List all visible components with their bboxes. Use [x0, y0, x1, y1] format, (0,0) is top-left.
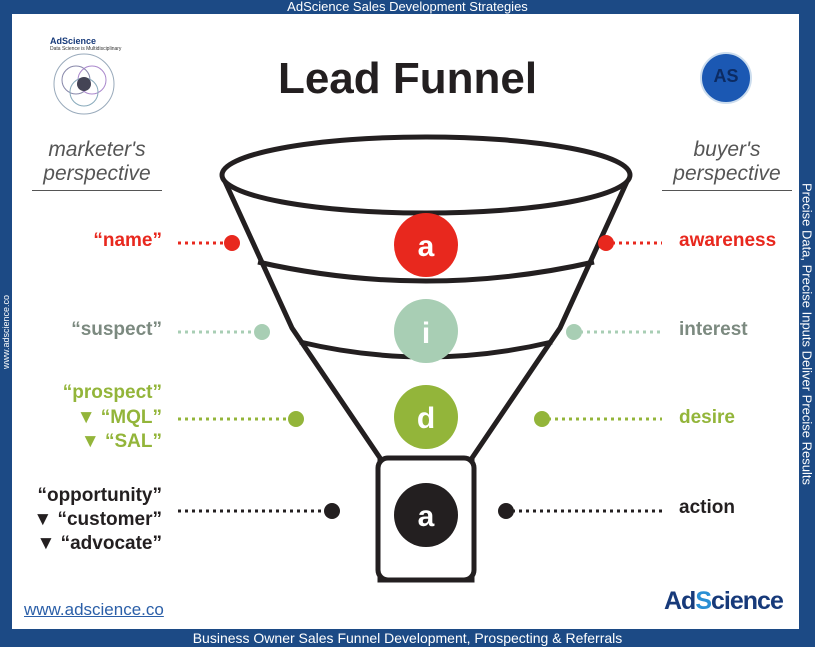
right-sidebar: Precise Data, Precise Inputs Deliver Pre… [799, 14, 815, 629]
footer-text: Business Owner Sales Funnel Development,… [192, 630, 623, 646]
buyer-label-awareness: awareness [679, 230, 777, 251]
small-logo-name: AdScience [50, 36, 97, 46]
marketer-label-name: “name” [93, 230, 162, 251]
buyer-label-interest: interest [679, 319, 748, 340]
right-sidebar-text: Precise Data, Precise Inputs Deliver Pre… [799, 182, 815, 486]
page-title: Lead Funnel [277, 54, 538, 103]
buyer-perspective-heading: buyer's perspective [662, 138, 792, 191]
marketer-perspective-heading: marketer's perspective [32, 138, 162, 191]
marketer-label-suspect: “suspect” [71, 319, 162, 340]
marketer-label-sal: ▼ “SAL” [80, 431, 162, 452]
stage-action-circle [394, 483, 458, 547]
stage-interest-letter: i [422, 317, 430, 350]
as-badge-logo: AS [700, 52, 752, 104]
buyer-label-desire: desire [679, 407, 735, 428]
footer-bar: Business Owner Sales Funnel Development,… [0, 629, 815, 647]
stage-desire-letter: d [417, 402, 435, 435]
as-badge-text: AS [713, 66, 739, 86]
connector-lines [178, 235, 662, 519]
marketer-label-opportunity: “opportunity” [37, 485, 162, 506]
marketer-label-customer: ▼ “customer” [33, 509, 162, 530]
marketer-label-advocate: ▼ “advocate” [36, 533, 162, 554]
stage-interest-circle [394, 299, 458, 363]
header-bar: AdScience Sales Development Strategies [0, 0, 815, 14]
small-logo-tagline: Data Science is Multidisciplinary [50, 46, 122, 52]
funnel-rim [219, 134, 633, 216]
stage-desire-circle [394, 385, 458, 449]
stage-action-letter: a [418, 500, 435, 533]
marketer-label-mql: ▼ “MQL” [76, 407, 162, 428]
marketer-label-prospect: “prospect” [62, 382, 162, 403]
adscience-logo: AdScience [664, 587, 784, 615]
header-text: AdScience Sales Development Strategies [287, 0, 528, 14]
website-link[interactable]: www.adscience.co [24, 600, 164, 619]
buyer-label-action: action [679, 497, 735, 518]
stage-awareness-circle [394, 213, 458, 277]
small-logo-graphic [46, 34, 122, 128]
funnel-band-1 [257, 259, 595, 284]
stage-awareness-letter: a [418, 230, 435, 263]
